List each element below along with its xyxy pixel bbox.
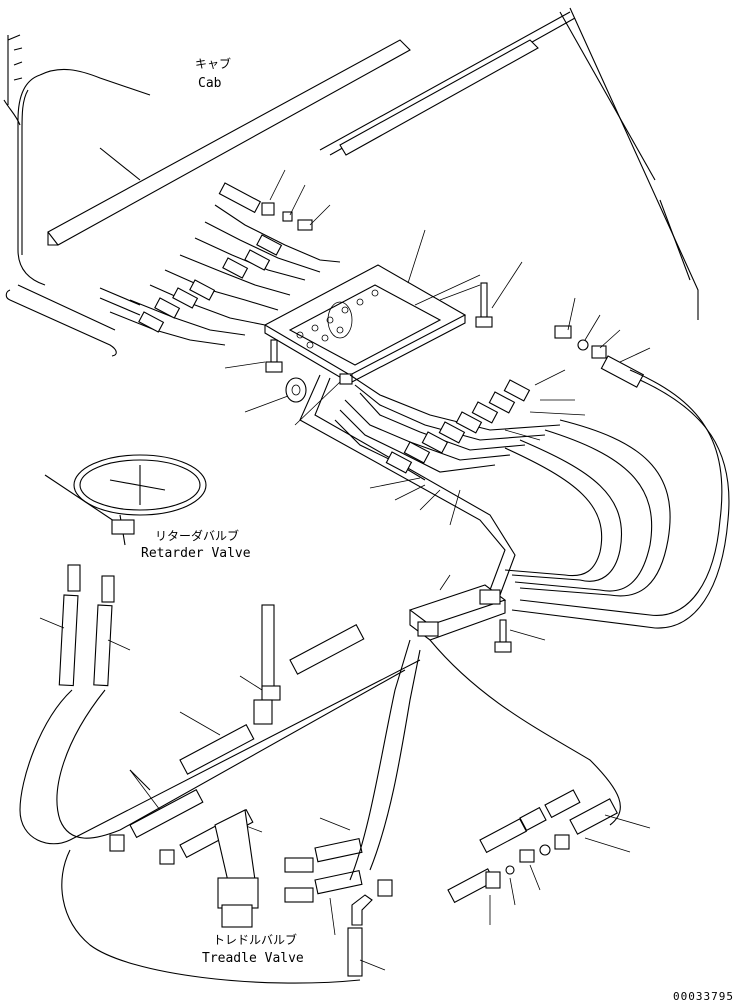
plate-fasteners	[224, 339, 353, 426]
treadle-valve	[109, 809, 363, 928]
bolt-junction	[494, 619, 546, 653]
lower-loops	[61, 639, 621, 984]
middle-fittings	[369, 369, 586, 526]
left-bundle-fittings	[138, 234, 283, 333]
cab-label-jp: キャブ	[195, 56, 231, 71]
bolt-top-right	[475, 261, 523, 328]
treadle-valve-label-jp: トレドルバルブ	[213, 932, 297, 947]
retarder-valve-label-jp: リターダバルブ	[155, 528, 239, 543]
junction-block	[408, 574, 507, 641]
cab-beam	[47, 39, 411, 246]
top-fittings	[218, 169, 331, 231]
cab-panel-strip	[339, 39, 539, 156]
bulkhead-plate	[263, 229, 481, 384]
retarder-valve-label-en: Retarder Valve	[141, 546, 251, 561]
cab-rail-left	[5, 284, 117, 357]
right-hose-loops	[504, 369, 730, 629]
right-fittings-top	[554, 297, 651, 388]
left-vertical-hoses	[19, 564, 421, 845]
document-number: 00033795	[673, 990, 734, 1003]
treadle-valve-label-en: Treadle Valve	[202, 951, 304, 966]
bottom-center-elbow	[329, 879, 393, 977]
steering-wheel	[44, 454, 207, 546]
lower-right-fittings	[447, 789, 651, 925]
plate-hoses	[299, 374, 561, 611]
cab-outline	[3, 7, 699, 320]
cab-label-en: Cab	[198, 76, 222, 91]
center-tubes	[179, 604, 365, 775]
